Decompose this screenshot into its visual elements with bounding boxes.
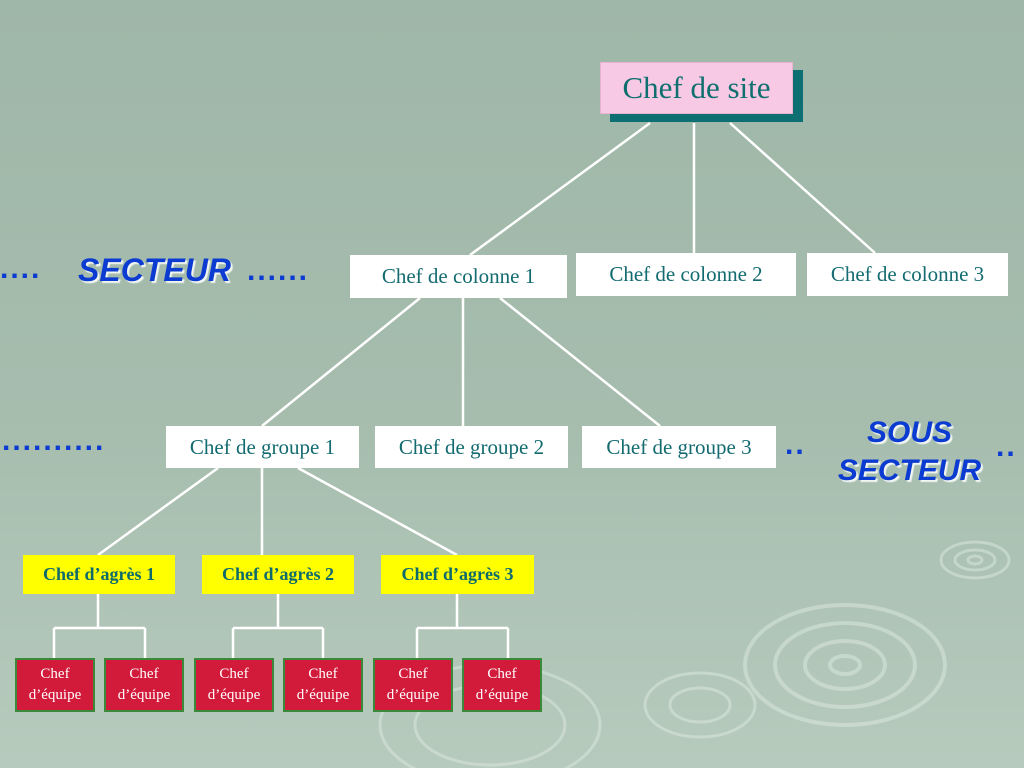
node-chef-de-groupe-2: Chef de groupe 2	[375, 426, 568, 468]
node-chef-de-groupe-3: Chef de groupe 3	[582, 426, 776, 468]
connector-line	[297, 466, 458, 557]
node-chef-d-agres-1: Chef d’agrès 1	[23, 555, 175, 594]
sous-secteur-label: SOUS SECTEUR	[837, 416, 982, 487]
connector-line	[261, 297, 421, 427]
connector-line	[499, 297, 661, 427]
node-chef-de-colonne-3: Chef de colonne 3	[807, 253, 1008, 296]
node-label: Chef de colonne 2	[609, 262, 763, 286]
node-chef-d-equipe: Chef d’équipe	[462, 658, 542, 712]
node-label: Chef d’équipe	[296, 666, 350, 703]
sous-secteur-dots-right: ..	[996, 430, 1017, 463]
connector-line	[469, 121, 651, 257]
node-chef-d-equipe: Chef d’équipe	[194, 658, 274, 712]
secteur-dots-left: ....	[0, 252, 42, 285]
node-label: Chef de colonne 1	[381, 264, 536, 288]
node-label: Chef de site	[622, 70, 771, 105]
node-chef-d-equipe: Chef d’équipe	[373, 658, 453, 712]
node-chef-d-agres-3: Chef d’agrès 3	[381, 555, 534, 594]
node-label: Chef d’équipe	[207, 666, 261, 703]
node-chef-de-colonne-2: Chef de colonne 2	[576, 253, 796, 296]
node-label: Chef de colonne 3	[830, 262, 985, 286]
node-label: Chef d’agrès 3	[401, 564, 514, 584]
connector-line	[729, 122, 876, 254]
node-chef-d-equipe: Chef d’équipe	[283, 658, 363, 712]
node-chef-de-groupe-1: Chef de groupe 1	[166, 426, 359, 468]
node-label: Chef de groupe 3	[606, 434, 752, 459]
node-label: Chef d’équipe	[475, 666, 529, 703]
node-chef-d-equipe: Chef d’équipe	[104, 658, 184, 712]
node-chef-de-site: Chef de site	[600, 62, 793, 114]
node-label: Chef d’agrès 2	[222, 564, 334, 584]
sous-secteur-dots-left: ..........	[2, 424, 106, 457]
node-chef-d-equipe: Chef d’équipe	[15, 658, 95, 712]
node-label: Chef de groupe 2	[398, 434, 545, 459]
node-label: Chef d’équipe	[386, 666, 440, 703]
node-chef-de-colonne-1: Chef de colonne 1	[350, 255, 567, 298]
node-label: Chef d’équipe	[117, 666, 171, 703]
node-chef-d-agres-2: Chef d’agrès 2	[202, 555, 354, 594]
node-label: Chef de groupe 1	[189, 434, 336, 459]
secteur-dots-right: ......	[247, 254, 310, 287]
connector-line	[97, 466, 219, 557]
node-label: Chef d’agrès 1	[43, 564, 155, 584]
secteur-label: SECTEUR	[78, 252, 231, 288]
node-label: Chef d’équipe	[28, 666, 82, 703]
sous-secteur-dots-mid: ..	[785, 428, 806, 461]
